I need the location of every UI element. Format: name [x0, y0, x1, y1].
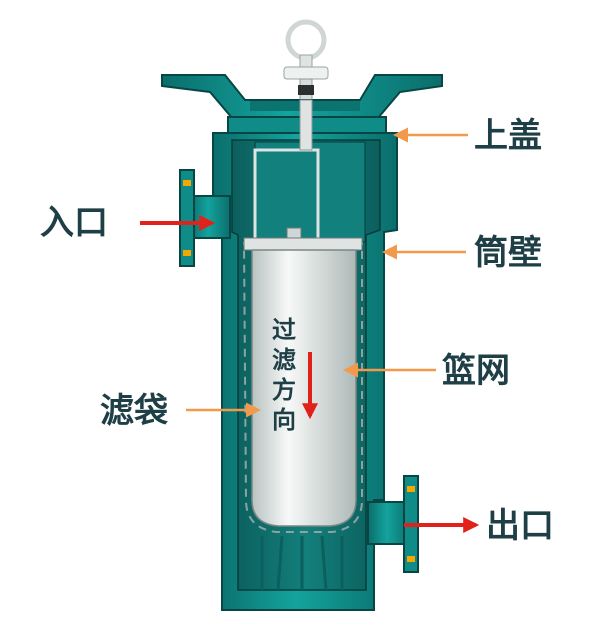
flow-char-4: 向	[272, 406, 296, 434]
flow-char-3: 方	[272, 376, 296, 404]
support-rod	[253, 99, 320, 243]
label-inlet: 入口	[40, 203, 108, 243]
label-outlet: 出口	[486, 506, 554, 546]
flow-char-2: 滤	[272, 346, 296, 374]
basket-mesh	[242, 242, 363, 533]
label-cylinder-wall: 筒壁	[474, 233, 542, 273]
flow-direction-label: 过 滤 方 向	[272, 316, 318, 434]
label-filter-bag: 滤袋	[100, 391, 168, 431]
label-basket-mesh: 篮网	[442, 351, 510, 391]
label-top-cover: 上盖	[474, 116, 542, 156]
outlet-pipe	[367, 475, 419, 573]
eye-bolt	[283, 19, 329, 102]
filter-bag	[243, 237, 363, 527]
bottom-support	[260, 535, 344, 591]
flow-char-1: 过	[272, 316, 296, 344]
